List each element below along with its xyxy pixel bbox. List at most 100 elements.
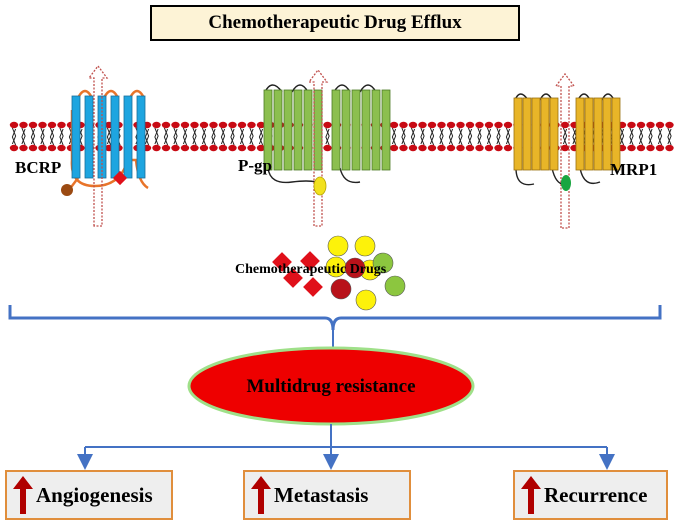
lipid-head (237, 144, 247, 152)
lipid-head (446, 144, 456, 152)
efflux-arrow (307, 68, 329, 227)
lipid-head (465, 121, 475, 129)
lipid-head (47, 144, 57, 152)
lipid-head (47, 121, 57, 129)
mrp1-helix (549, 97, 559, 171)
efflux-arrow (554, 72, 576, 229)
lipid-tail (239, 128, 245, 146)
lipid-tail (220, 128, 226, 146)
lipid-tail (448, 127, 454, 145)
lipid-head (560, 121, 570, 129)
mrp1-helix (540, 97, 550, 171)
drug-circle (355, 289, 377, 311)
drug-circle (344, 257, 366, 279)
lipid-tail (230, 128, 235, 146)
lipid-head (399, 121, 408, 129)
lipid-head (446, 121, 456, 129)
lipid-head (636, 121, 646, 129)
lipid-tail (59, 128, 64, 146)
lipid-head (323, 121, 332, 129)
lipid-tail (486, 128, 492, 146)
lipid-tail (173, 127, 178, 145)
lipid-head (484, 121, 494, 129)
lipid-head (389, 144, 399, 152)
lipid-tail (325, 128, 330, 146)
lipid-tail (201, 127, 207, 145)
lipid-tail (562, 128, 568, 146)
pgp-loop (267, 167, 361, 184)
lipid-tail (154, 128, 159, 146)
mrp1-helix (531, 97, 541, 171)
lipid-head (665, 144, 674, 152)
lipid-tail (258, 128, 264, 146)
lipid-tail (477, 127, 482, 145)
lipid-head (199, 144, 209, 152)
lipid-tail (505, 128, 511, 146)
pgp-helix (351, 89, 361, 171)
lipid-tail (410, 127, 416, 145)
lipid-head (494, 144, 503, 152)
outcome-label: Recurrence (544, 482, 648, 507)
lipid-tail (40, 128, 45, 146)
lipid-head (247, 121, 256, 129)
outcome-metastasis: Metastasis (243, 470, 411, 520)
mrp1-helix (575, 97, 585, 171)
mrp1-helix (602, 97, 612, 171)
mrp1-label: MRP1 (610, 160, 658, 179)
lipid-head (218, 121, 228, 129)
lipid-head (237, 121, 247, 129)
lipid-tail (211, 127, 216, 145)
lipid-tail (496, 127, 501, 145)
lipid-head (408, 144, 418, 152)
pgp-label: P-gp (238, 156, 272, 175)
lipid-tail (638, 128, 644, 146)
lipid-head (171, 144, 180, 152)
lipid-tail (667, 128, 672, 146)
lipid-head (437, 121, 446, 129)
lipid-tail (429, 128, 435, 146)
lipid-head (408, 121, 418, 129)
lipid-tail (467, 127, 473, 145)
drug-circle (372, 252, 394, 274)
up-arrow-icon (521, 476, 541, 514)
lipid-head (28, 144, 38, 152)
lipid-tail (391, 127, 397, 145)
drug-circle (330, 278, 352, 300)
lipid-head (465, 144, 475, 152)
lipid-tail (657, 128, 663, 146)
lipid-tail (458, 128, 463, 146)
lipid-tail (458, 127, 463, 145)
lipid-head (161, 144, 171, 152)
lipid-head (646, 121, 655, 129)
lipid-tail (429, 127, 435, 145)
lipid-head (190, 144, 199, 152)
lipid-head (218, 144, 228, 152)
lipid-tail (439, 128, 444, 146)
bcrp-domain (61, 184, 73, 196)
lipid-head (19, 144, 28, 152)
pgp-helix (361, 89, 371, 171)
lipid-tail (21, 128, 26, 146)
lipid-head (180, 121, 190, 129)
lipid-tail (249, 127, 254, 145)
lipid-head (152, 121, 161, 129)
lipid-tail (258, 127, 264, 145)
lipid-tail (667, 127, 672, 145)
mrp1-helix (584, 97, 594, 171)
pgp-helix (263, 89, 273, 171)
pgp-helix (371, 89, 381, 171)
lipid-tail (192, 127, 197, 145)
pgp-helix (331, 89, 341, 171)
lipid-head (199, 121, 209, 129)
pgp-helix (273, 89, 283, 171)
lipid-tail (106, 128, 112, 146)
lipid-tail (629, 127, 634, 145)
lipid-tail (648, 127, 653, 145)
lipid-tail (619, 127, 625, 145)
lipid-head (646, 144, 655, 152)
lipid-head (427, 144, 437, 152)
lipid-tail (401, 128, 406, 146)
mrp1-loop (514, 93, 615, 101)
lipid-head (190, 121, 199, 129)
